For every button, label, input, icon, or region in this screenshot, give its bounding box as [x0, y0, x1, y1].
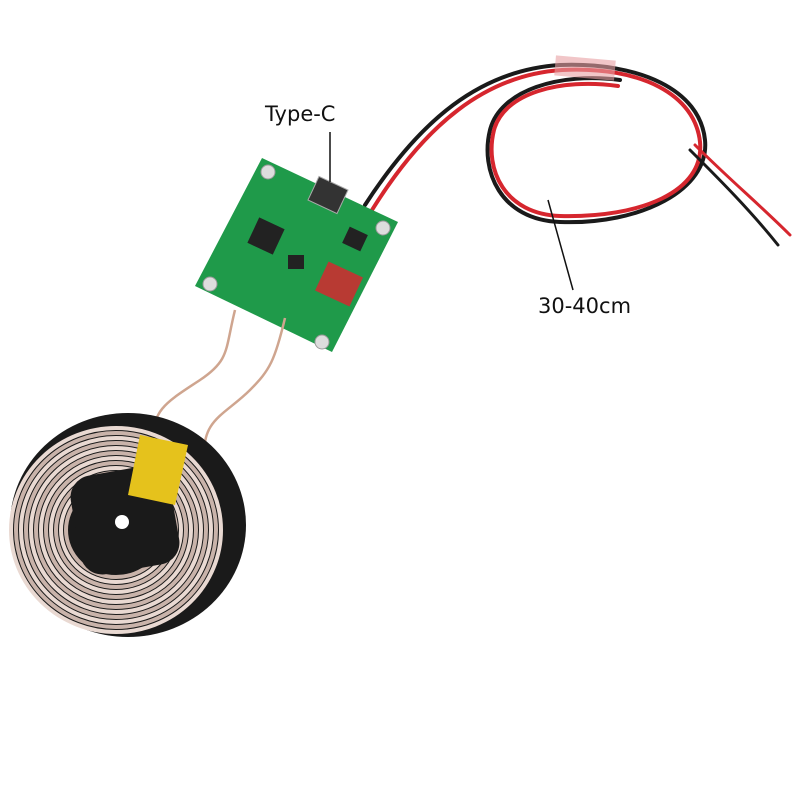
coil-winding	[9, 426, 223, 634]
coil-winding	[34, 451, 198, 609]
coil-winding	[14, 431, 218, 629]
coil-winding	[39, 456, 193, 604]
charging-coil	[9, 413, 246, 637]
coil-winding	[19, 436, 213, 624]
cable-length-label: 30-40cm	[538, 294, 632, 318]
pcb-board	[195, 158, 398, 352]
type-c-label: Type-C	[265, 102, 336, 126]
cable	[363, 55, 792, 247]
coil-winding	[24, 441, 208, 619]
coil-winding	[29, 446, 203, 614]
type-c-port	[307, 175, 349, 215]
coil-winding	[49, 466, 183, 594]
coil-winding	[44, 461, 188, 599]
